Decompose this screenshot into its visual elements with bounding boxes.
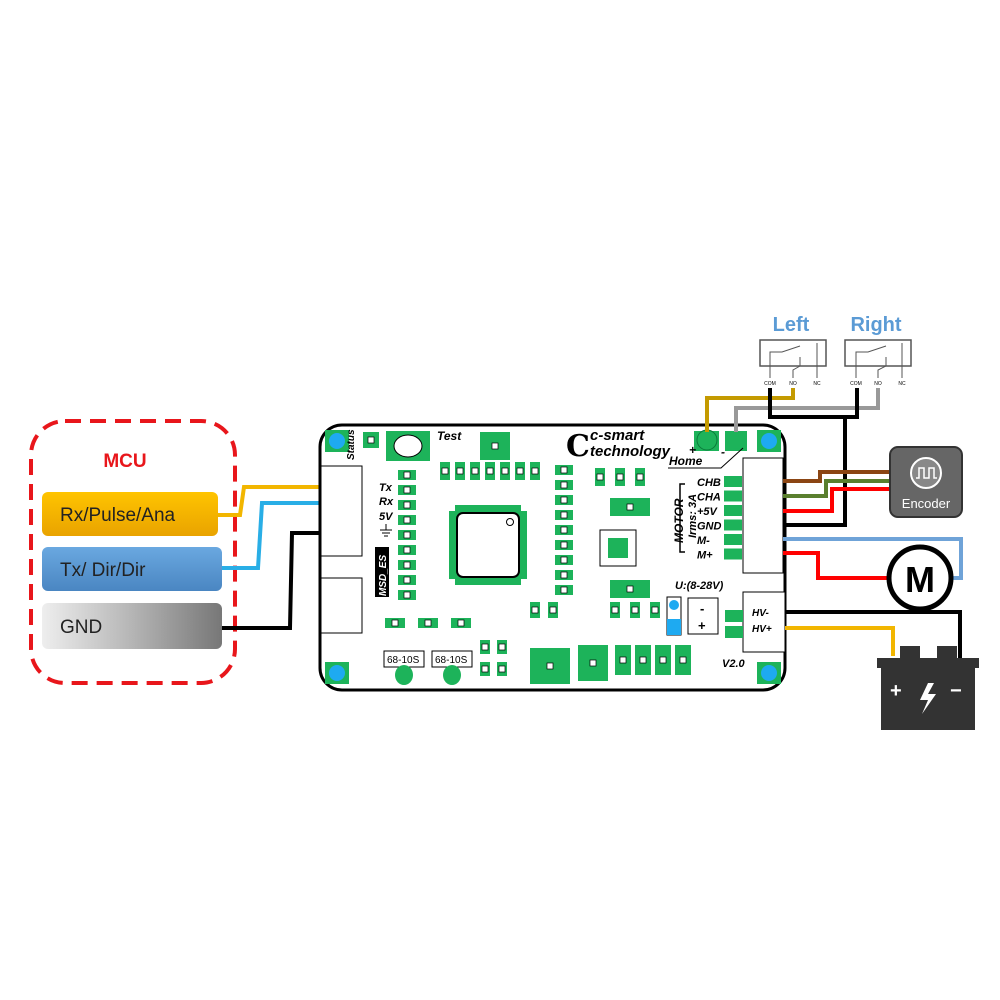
regulator-label: 68-10S [387, 655, 420, 666]
microcontroller-chip [449, 505, 527, 585]
encoder-label: Encoder [902, 496, 951, 511]
motor: M [886, 544, 954, 612]
motor-pin-pad [724, 476, 742, 487]
peripheral-wires [705, 388, 963, 660]
switch-left-label: Left [773, 314, 810, 336]
serial-connector [319, 465, 363, 557]
switch-right: Right COM NO NC [844, 314, 912, 387]
smd-pads [363, 432, 691, 684]
battery-plus: + [890, 680, 902, 702]
motor-pin-pad [724, 534, 742, 545]
brand-line1: c-smart [590, 427, 645, 444]
battery-minus: − [950, 680, 962, 702]
power-connector [742, 591, 786, 653]
mcu-pin-tx-dir: Tx/ Dir/Dir [42, 547, 222, 591]
terminal-label: COM [850, 381, 862, 387]
mcu-pin-label: Tx/ Dir/Dir [60, 560, 146, 581]
wire-hv-minus [785, 610, 962, 660]
wire-blue [222, 501, 365, 570]
driver-chip [599, 529, 637, 567]
wire-5v [783, 487, 892, 513]
mcu-pin-gnd: GND [42, 603, 222, 649]
test-button[interactable] [393, 434, 423, 458]
motor-pin-label-gnd: GND [697, 521, 722, 533]
wire-chb [783, 470, 892, 483]
home-label: Home [669, 454, 703, 468]
terminal-label: COM [764, 381, 776, 387]
motor-label: MOTOR [672, 498, 686, 543]
wire-m-plus [783, 551, 888, 580]
mounting-holes [325, 430, 781, 684]
motor-pin-label-m: M+ [697, 550, 713, 562]
irms-label: Irms: 3A [687, 494, 699, 538]
mcu-dashed-border [29, 419, 237, 685]
encoder: Encoder [889, 446, 963, 518]
motor-pin-pad [724, 548, 742, 560]
lightning-icon [920, 683, 936, 714]
home-connector: + - Home [668, 429, 747, 469]
terminal-label: NC [898, 381, 906, 387]
wire-com [768, 388, 859, 419]
motor-label: M [905, 559, 935, 600]
home-minus: - [721, 445, 725, 459]
motor-pin-pad [724, 505, 742, 516]
pin-tx-label: Tx [379, 482, 393, 494]
test-label: Test [437, 429, 462, 443]
model-label-bg [375, 547, 389, 597]
motor-pin-label-m: M- [697, 535, 710, 547]
pin-5v-label: 5V [379, 511, 394, 523]
regulator-2: 68-10S [431, 650, 473, 685]
home-plus: + [689, 443, 696, 457]
status-label: Status [346, 429, 357, 460]
terminal-label: NO [789, 381, 797, 387]
mcu-block: MCU Rx/Pulse/Ana Tx/ Dir/Dir GND [29, 419, 237, 685]
limit-switches: Left COM NO NC Right COM NO NC [759, 314, 912, 387]
brand-line2: technology [590, 443, 671, 460]
wire-yellow [218, 485, 365, 517]
motor-pin-label-cha: CHA [697, 492, 721, 504]
voltage-label: U:(8-28V) [675, 580, 724, 592]
wire-m-minus [783, 537, 963, 580]
svg-text:+: + [698, 618, 706, 633]
motor-connector [742, 457, 784, 574]
mcu-pin-rx-pulse-ana: Rx/Pulse/Ana [42, 492, 218, 536]
hv-minus-label: HV- [752, 608, 770, 619]
brand-logo: C [566, 429, 590, 464]
wire-home-minus [734, 388, 880, 432]
battery: + − [877, 646, 979, 730]
motor-pin-pad [724, 490, 742, 502]
terminal-label: NO [874, 381, 882, 387]
wire-gnd [783, 417, 847, 527]
power-jack [687, 597, 719, 635]
wire-hv-plus [785, 626, 895, 656]
svg-text:-: - [700, 601, 704, 616]
usb-connector [319, 577, 363, 634]
regulator-label: 68-10S [435, 655, 468, 666]
pin-rx-label: Rx [379, 496, 394, 508]
wire-home-plus [705, 388, 795, 432]
motor-pin-label-5v: +5V [697, 506, 719, 518]
motor-pin-label-chb: CHB [697, 477, 721, 489]
ground-symbol-icon [380, 524, 392, 537]
model-label: MSD_ES [378, 555, 389, 596]
motor-pins: CHB CHA +5V GND M- M+ [697, 476, 742, 562]
driver-board: Status Test Tx Rx 5V MSD_ES c-smart tech… [318, 423, 787, 692]
encoder-icon [910, 457, 942, 489]
version-label: V2.0 [722, 658, 746, 670]
mcu-pin-label: GND [60, 617, 102, 638]
switch-left: Left COM NO NC [759, 314, 827, 387]
regulator-1: 68-10S [383, 650, 425, 685]
terminal-label: NC [813, 381, 821, 387]
motor-pin-pad [724, 519, 742, 531]
switch-right-label: Right [850, 314, 901, 336]
hv-plus-label: HV+ [752, 624, 772, 635]
mcu-pin-label: Rx/Pulse/Ana [60, 505, 176, 526]
motor-icon [886, 544, 954, 612]
mcu-title: MCU [103, 451, 146, 472]
wire-cha [783, 479, 892, 498]
